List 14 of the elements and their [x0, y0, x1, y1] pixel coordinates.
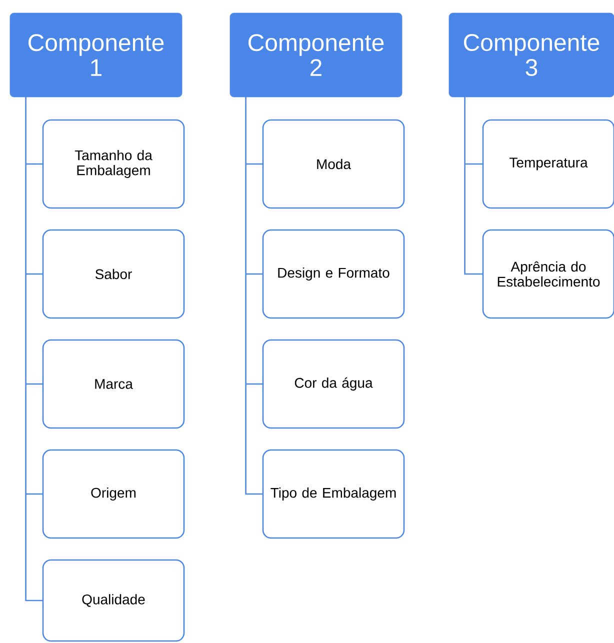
- item-box: Origem: [42, 449, 185, 539]
- category-header: Componente 1: [10, 12, 182, 98]
- category-header: Componente 3: [448, 12, 614, 98]
- category-header: Componente 2: [230, 12, 402, 98]
- item-box: Tipo de Embalagem: [262, 449, 405, 539]
- item-box: Aprência do Estabelecimento: [482, 229, 614, 319]
- item-box: Marca: [42, 339, 185, 429]
- item-box: Sabor: [42, 229, 185, 319]
- item-box: Cor da água: [262, 339, 405, 429]
- item-box: Tamanho da Embalagem: [42, 119, 185, 209]
- item-box: Design e Formato: [262, 229, 405, 319]
- item-box: Temperatura: [482, 119, 614, 209]
- item-box: Qualidade: [42, 559, 185, 642]
- item-box: Moda: [262, 119, 405, 209]
